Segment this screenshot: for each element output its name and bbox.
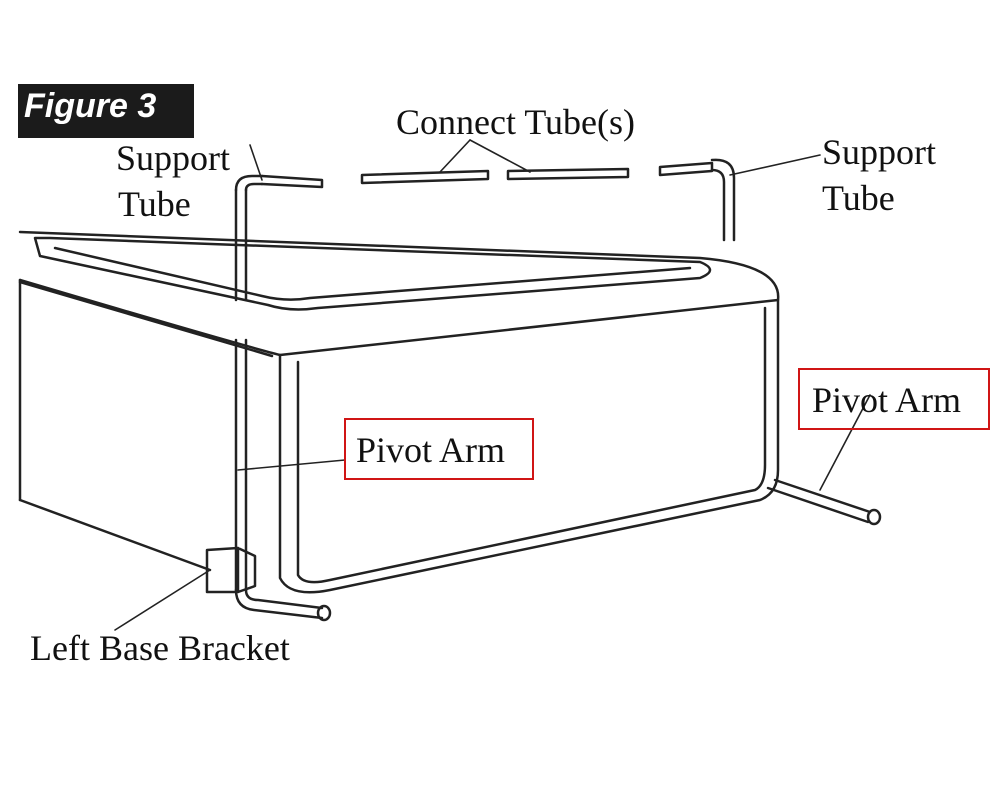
tub-rim-outer — [18, 230, 780, 357]
pivot-arm-right-box — [798, 368, 990, 430]
leader-connect-2 — [469, 139, 531, 173]
tube-segment-1 — [260, 174, 324, 189]
left-pivot-foot-end — [316, 604, 332, 622]
left-base-bracket-label: Left Base Bracket — [30, 628, 290, 668]
connect-tubes-label: Connect Tube(s) — [396, 102, 636, 142]
support-tube-right-line1: Support — [822, 132, 937, 172]
tub-left-panel-line — [18, 280, 274, 358]
right-support-elbow — [710, 158, 736, 242]
tub-rim-inner — [33, 236, 712, 311]
left-support-elbow — [234, 174, 264, 192]
tub-front-bottom-left — [18, 498, 212, 572]
tub-inner-panel — [296, 306, 767, 584]
tube-segment-4 — [658, 161, 714, 177]
pivot-arm-center-label: Pivot Arm — [356, 430, 506, 470]
leader-pivot-right — [819, 394, 871, 491]
leader-support-left — [249, 144, 263, 181]
leader-connect-1 — [439, 139, 471, 173]
leader-support-right — [729, 154, 821, 176]
support-tube-right-line2: Tube — [822, 178, 895, 218]
right-pivot-arm-end — [866, 508, 882, 526]
tube-segment-3 — [506, 167, 630, 181]
support-tube-left-line2: Tube — [118, 184, 191, 224]
pivot-arm-center-box — [344, 418, 534, 480]
left-pivot-foot — [234, 588, 324, 620]
left-base-bracket — [205, 546, 257, 594]
pivot-arm-right-label: Pivot Arm — [812, 380, 962, 420]
tub-inner-opening — [53, 246, 692, 301]
leader-pivot-center — [237, 459, 346, 471]
tube-segment-2 — [360, 169, 490, 185]
left-upright-tube — [234, 188, 248, 302]
figure-label: Figure 3 — [24, 87, 157, 125]
right-pivot-arm — [766, 478, 872, 524]
figure-badge — [18, 84, 194, 138]
support-tube-left-line1: Support — [116, 138, 231, 178]
leader-base-bracket — [114, 569, 211, 631]
